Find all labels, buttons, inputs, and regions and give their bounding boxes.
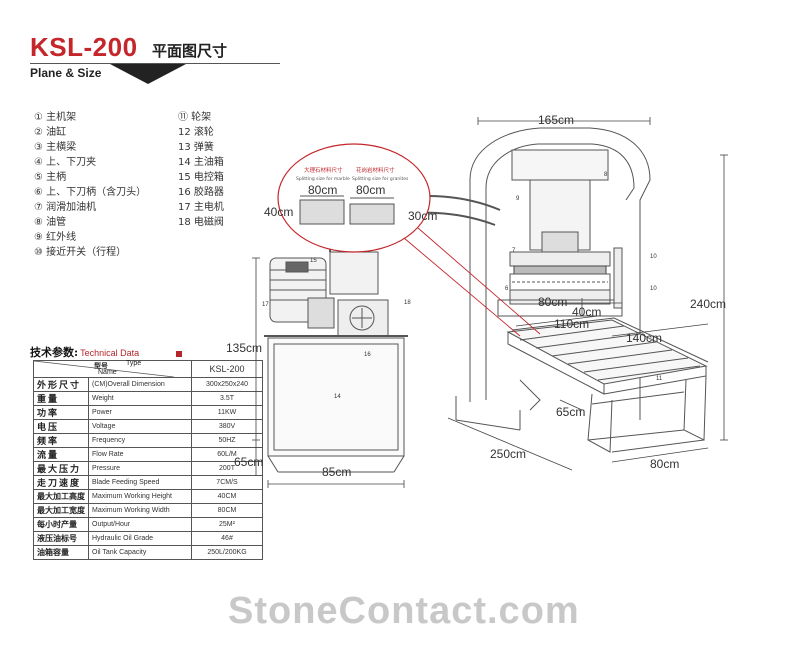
parts-list-left: ① 主机架 ② 油缸 ③ 主横梁 ④ 上、下刀夹 ⑤ 主柄 ⑥ 上、下刀柄（含刀… [34, 110, 146, 260]
dim-140: 140cm [626, 331, 662, 345]
spec-header-row: 型号 Type Name KSL-200 [33, 360, 263, 378]
bubble-sub-granite: Splitting size for granites [352, 176, 409, 182]
bubble-sub-marble: Splitting size for marble [296, 176, 350, 182]
spec-title-en: Technical Data [80, 348, 140, 358]
part-item: 12 滚轮 [178, 127, 214, 138]
dim-135: 135cm [226, 341, 262, 355]
spec-title: 技术参数:Technical Data [30, 344, 139, 360]
part-item: ⑥ 上、下刀柄（含刀头） [34, 187, 147, 198]
callout-10a: 10 [650, 254, 657, 260]
part-item: ② 油缸 [34, 127, 67, 138]
spec-value: 200T [191, 461, 263, 476]
part-item: 16 胶路器 [178, 187, 224, 198]
callout-14: 14 [334, 394, 341, 400]
bubble-40: 40cm [264, 205, 293, 219]
spec-header-cn-type: 型号 [94, 361, 108, 370]
spec-table: 型号 Type Name KSL-200 外形尺寸(CM)Overall Dim… [33, 360, 263, 560]
callout-7: 7 [512, 248, 516, 254]
part-item: ⑪ 轮架 [178, 112, 212, 123]
bubble-80a: 80cm [308, 183, 337, 197]
callout-17: 17 [262, 302, 269, 308]
part-item: ⑨ 红外线 [34, 232, 77, 243]
dim-85: 85cm [322, 465, 351, 479]
spec-cn: 油箱容量 [33, 545, 89, 560]
header-arrow-icon [110, 64, 186, 84]
main-frame [455, 127, 651, 431]
dim-250: 250cm [490, 447, 526, 461]
bubble-30: 30cm [408, 209, 437, 223]
part-item: ⑦ 润滑加油机 [34, 202, 97, 213]
header-divider [30, 63, 280, 64]
parts-list-right: ⑪ 轮架 12 滚轮 13 弹簧 14 主油箱 15 电控箱 16 胶路器 17… [178, 110, 224, 230]
bubble-label-granite: 花岗岩材料尺寸 [356, 166, 395, 174]
part-item: ④ 上、下刀夹 [34, 157, 97, 168]
callout-18: 18 [404, 300, 411, 306]
callout-8: 8 [604, 172, 608, 178]
watermark: StoneContact.com [228, 590, 580, 632]
part-item: 15 电控箱 [178, 172, 224, 183]
roller-conveyor [506, 317, 709, 453]
dimension-lines [252, 117, 728, 488]
model-title-cn: 平面图尺寸 [152, 42, 228, 60]
bubble-label-marble: 大理石材料尺寸 [304, 166, 343, 174]
callout-15: 15 [310, 258, 317, 264]
dim-40-mid: 40cm [572, 305, 601, 319]
callout-11: 11 [656, 376, 663, 382]
spec-header-en-type: Type [126, 360, 142, 367]
dim-80-mid: 80cm [538, 295, 567, 309]
bubble-80b: 80cm [356, 183, 385, 197]
part-item: ⑤ 主柄 [34, 172, 67, 183]
model-title: KSL-200 [30, 32, 138, 62]
part-item: ⑧ 油管 [34, 217, 67, 228]
dim-110: 110cm [554, 317, 589, 331]
dim-240: 240cm [690, 297, 726, 311]
part-item: 18 电磁阀 [178, 217, 224, 228]
spec-value: 3.5T [191, 391, 263, 406]
part-item: 14 主油箱 [178, 157, 224, 168]
spec-marker-icon [176, 351, 182, 357]
dim-65-left: 65cm [234, 455, 263, 469]
subtitle: Plane & Size [30, 66, 102, 80]
diagonal-line-icon [34, 361, 174, 377]
part-item: ① 主机架 [34, 112, 77, 123]
callout-10b: 10 [650, 286, 657, 292]
hydraulic-station [264, 251, 408, 473]
callout-16: 16 [364, 352, 371, 358]
callout-6: 6 [505, 286, 509, 292]
spec-title-cn: 技术参数: [30, 346, 79, 359]
part-item: ③ 主横梁 [34, 142, 77, 153]
dim-165: 165cm [538, 113, 574, 127]
callout-9: 9 [516, 196, 520, 202]
material-size-bubble [277, 143, 541, 337]
dim-65-right: 65cm [556, 405, 585, 419]
dim-80-bottom: 80cm [650, 457, 679, 471]
part-item: ⑩ 接近开关（行程） [34, 247, 127, 258]
spec-header-type: 型号 Type Name [33, 360, 192, 378]
part-item: 13 弹簧 [178, 142, 214, 153]
spec-header-en-name: Name [98, 369, 117, 376]
spec-en: Oil Tank Capacity [88, 545, 192, 560]
spec-value: 250L/200KG [191, 545, 263, 560]
part-item: 17 主电机 [178, 202, 224, 213]
